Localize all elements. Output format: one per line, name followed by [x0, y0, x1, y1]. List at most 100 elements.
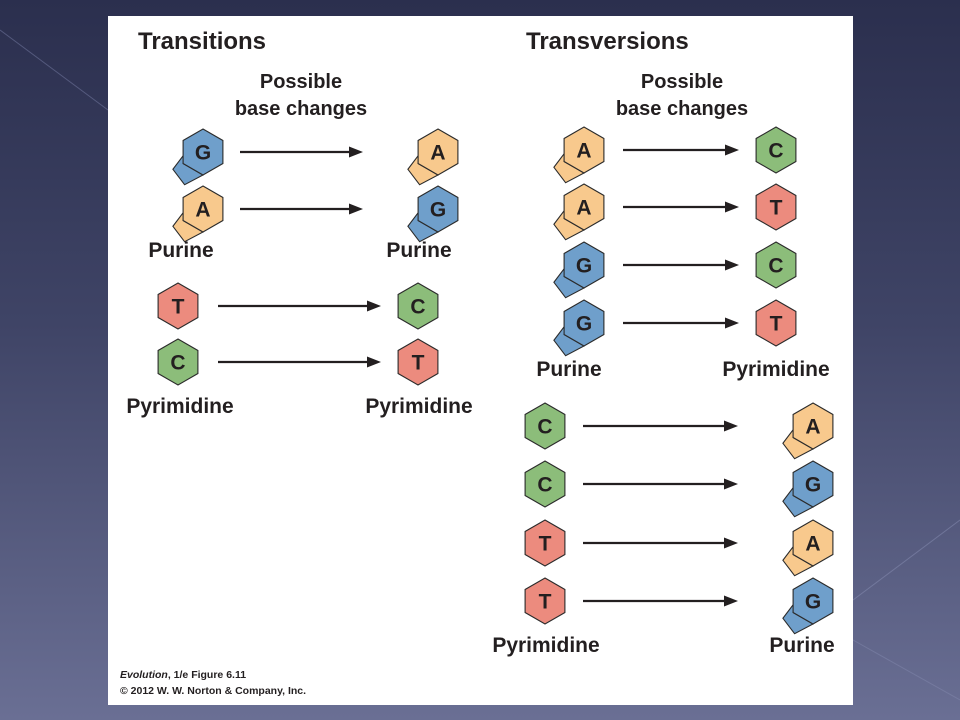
hexagon-ring: [182, 185, 224, 233]
transversion-purine-from-3: G: [553, 299, 605, 357]
hexagon-ring: [792, 402, 834, 450]
transition-purine-arrow-1: [240, 203, 363, 215]
transversion-pyrimidine-from-3: T: [524, 577, 566, 625]
transition-pyrimidine-arrow-0: [218, 300, 381, 312]
base-letter: A: [805, 533, 820, 556]
transversion-pyrimidine-to-0: C: [755, 126, 797, 174]
hexagon-ring: [563, 299, 605, 347]
hexagon-ring: [792, 460, 834, 508]
hexagon-ring: [524, 402, 566, 450]
base-letter: G: [805, 474, 821, 497]
figure-credit: Evolution, 1/e Figure 6.11: [120, 669, 246, 681]
hexagon-ring: [157, 282, 199, 330]
book-title: Evolution: [120, 669, 168, 681]
base-letter: C: [768, 140, 783, 163]
transversion-pyrimidine-to-2: C: [755, 241, 797, 289]
hexagon-ring: [157, 338, 199, 386]
transversions-pyrimidine-label-bottom: Pyrimidine: [492, 634, 599, 657]
hexagon-ring: [417, 128, 459, 176]
hexagon-ring: [792, 577, 834, 625]
hexagon-ring: [563, 241, 605, 289]
base-letter: T: [539, 591, 552, 614]
book-figure: , 1/e Figure 6.11: [168, 669, 246, 681]
transversion-purine-arrow-1: [623, 201, 739, 213]
hexagon-ring: [755, 241, 797, 289]
hexagon-ring: [792, 519, 834, 567]
copyright-text: © 2012 W. W. Norton & Company, Inc.: [120, 685, 306, 697]
transversion-pyrimidine-arrow-0: [583, 420, 738, 432]
transitions-title: Transitions: [138, 28, 266, 55]
transitions-possible-label: Possible: [260, 71, 342, 93]
base-letter: T: [539, 533, 552, 556]
hexagon-ring: [755, 299, 797, 347]
transversion-purine-to-2: A: [782, 519, 834, 577]
transversions-base-changes-label: base changes: [616, 98, 748, 120]
transversions-pyrimidine-label: Pyrimidine: [722, 358, 829, 381]
transversion-purine-arrow-0: [623, 144, 739, 156]
hexagon-ring: [524, 460, 566, 508]
base-letter: T: [770, 313, 783, 336]
transversion-pyrimidine-arrow-1: [583, 478, 738, 490]
base-letter: T: [770, 197, 783, 220]
transversions-purine-label: Purine: [536, 358, 601, 381]
transversion-purine-arrow-2: [623, 259, 739, 271]
transition-pyrimidine-from-0: T: [157, 282, 199, 330]
base-letter: T: [172, 296, 185, 319]
transversion-pyrimidine-from-2: T: [524, 519, 566, 567]
figure-panel: Transitions Transversions Possible base …: [108, 16, 853, 705]
hexagon-ring: [397, 282, 439, 330]
base-letter: G: [805, 591, 821, 614]
transversion-purine-to-0: A: [782, 402, 834, 460]
transition-purine-from-1: A: [172, 185, 224, 243]
transversion-purine-from-2: G: [553, 241, 605, 299]
hexagon-ring: [524, 577, 566, 625]
transition-purine-to-1: G: [407, 185, 459, 243]
transversions-title: Transversions: [526, 28, 689, 55]
base-letter: A: [576, 197, 591, 220]
transversion-purine-from-1: A: [553, 183, 605, 241]
transition-purine-from-0: G: [172, 128, 224, 186]
transitions-purine-label-right: Purine: [386, 239, 451, 262]
transversion-purine-to-3: G: [782, 577, 834, 635]
base-letter: C: [768, 255, 783, 278]
base-letter: T: [412, 352, 425, 375]
transversion-pyrimidine-to-3: T: [755, 299, 797, 347]
transversion-purine-to-1: G: [782, 460, 834, 518]
hexagon-ring: [563, 183, 605, 231]
transversions-purine-label-bottom: Purine: [769, 634, 834, 657]
base-letter: G: [430, 199, 446, 222]
hexagon-ring: [417, 185, 459, 233]
base-letter: G: [576, 313, 592, 336]
transition-purine-arrow-0: [240, 146, 363, 158]
transversions-possible-label: Possible: [641, 71, 723, 93]
base-letter: A: [430, 142, 445, 165]
base-letter: A: [805, 416, 820, 439]
transversion-purine-from-0: A: [553, 126, 605, 184]
transversion-pyrimidine-from-0: C: [524, 402, 566, 450]
base-letter: G: [195, 142, 211, 165]
base-letter: C: [537, 474, 552, 497]
transversion-pyrimidine-from-1: C: [524, 460, 566, 508]
base-letter: C: [537, 416, 552, 439]
transitions-pyrimidine-label-right: Pyrimidine: [365, 395, 472, 418]
transversion-pyrimidine-arrow-3: [583, 595, 738, 607]
transitions-pyrimidine-label-left: Pyrimidine: [126, 395, 233, 418]
base-letter: G: [576, 255, 592, 278]
mutation-diagram: Transitions Transversions Possible base …: [120, 28, 835, 697]
hexagon-ring: [755, 126, 797, 174]
transitions-base-changes-label: base changes: [235, 98, 367, 120]
hexagon-ring: [755, 183, 797, 231]
transition-pyrimidine-to-1: T: [397, 338, 439, 386]
hexagon-ring: [563, 126, 605, 174]
base-letter: A: [576, 140, 591, 163]
base-letter: C: [170, 352, 185, 375]
transversion-pyrimidine-to-1: T: [755, 183, 797, 231]
transitions-purine-label-left: Purine: [148, 239, 213, 262]
transition-purine-to-0: A: [407, 128, 459, 186]
transition-pyrimidine-from-1: C: [157, 338, 199, 386]
base-letter: A: [195, 199, 210, 222]
hexagon-ring: [524, 519, 566, 567]
transition-pyrimidine-arrow-1: [218, 356, 381, 368]
